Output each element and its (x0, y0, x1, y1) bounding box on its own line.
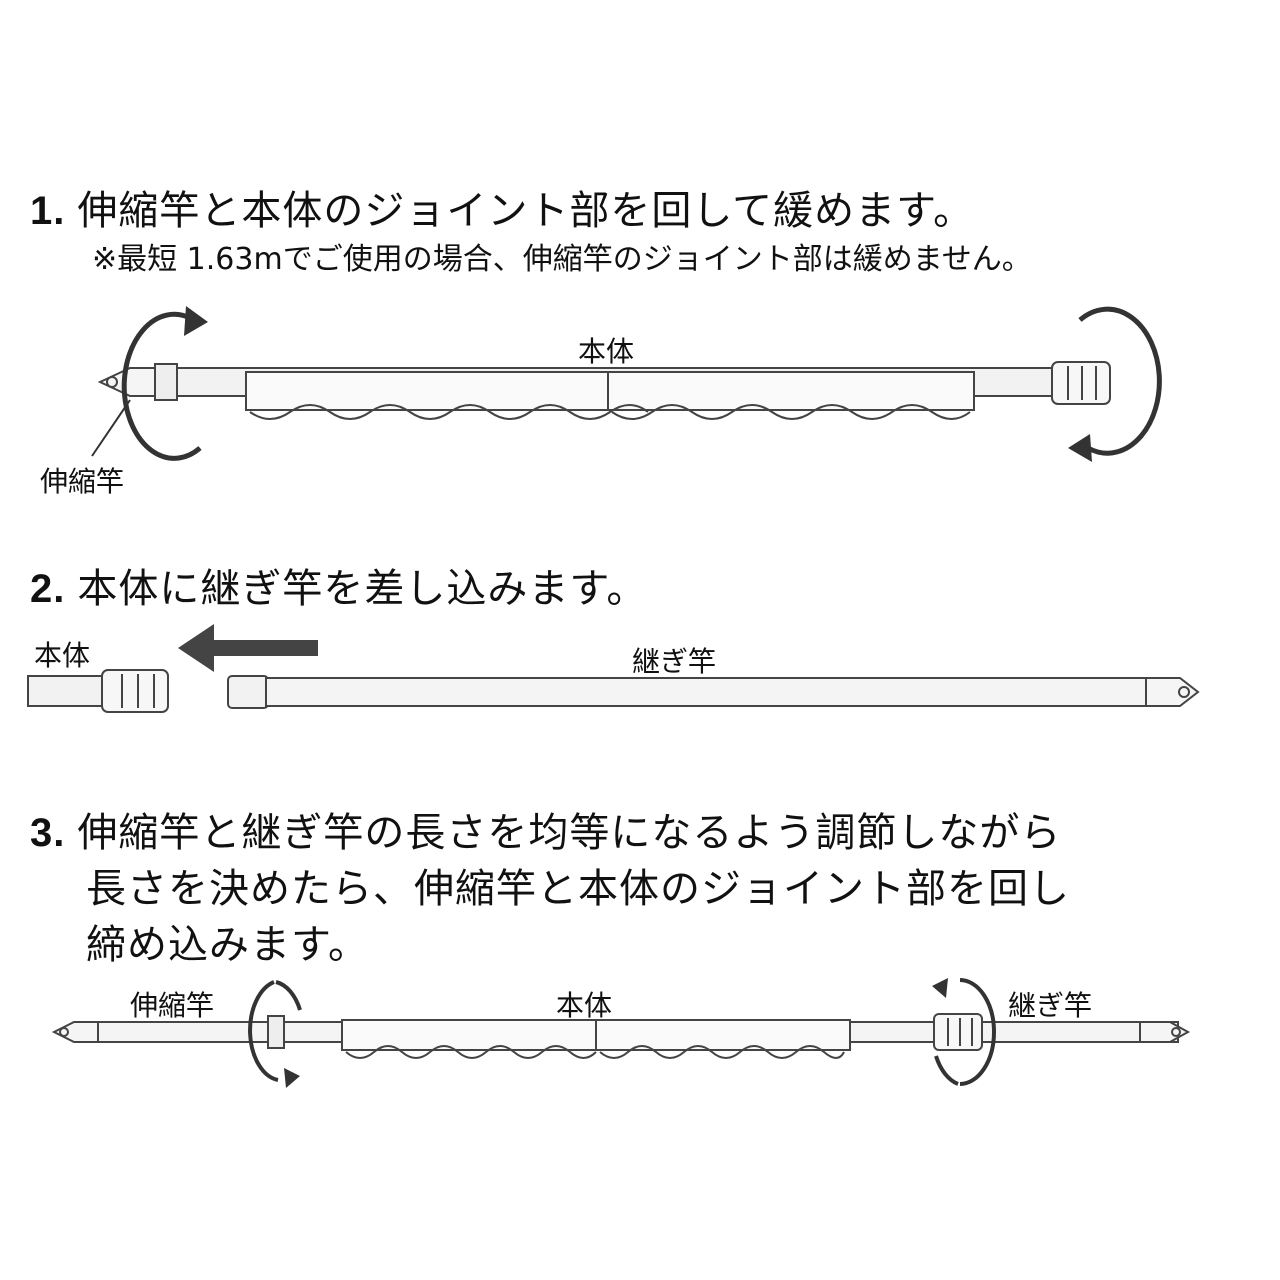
step1-telescopic-leader (91, 399, 131, 457)
step1-rod (97, 361, 1111, 420)
rotate-arrow-left-icon (121, 306, 208, 461)
step1-label-telescopic: 伸縮竿 (40, 465, 125, 498)
step2-body-piece (27, 669, 169, 713)
rotate-arrow-right-icon (1068, 306, 1162, 462)
step3-title-line3: 締め込みます。 (86, 922, 369, 968)
step1-title-text: 伸縮竿と本体のジョイント部を回して緩めます。 (77, 188, 975, 234)
insert-arrow-left-icon (178, 624, 318, 672)
step3-number: 3. (30, 811, 66, 855)
step3-title-line1: 3.伸縮竿と継ぎ竿の長さを均等になるよう調節しながら (30, 800, 1061, 858)
step2-title: 2.本体に継ぎ竿を差し込みます。 (30, 556, 647, 614)
step3-label-extension: 継ぎ竿 (1008, 989, 1093, 1022)
step3-rotate-arrow-right-icon (932, 978, 996, 1086)
step2-number: 2. (30, 567, 66, 611)
step2-label-extension: 継ぎ竿 (632, 645, 717, 678)
step3-label-telescopic: 伸縮竿 (130, 989, 215, 1022)
step2-label-body: 本体 (34, 639, 91, 672)
step2-title-text: 本体に継ぎ竿を差し込みます。 (77, 566, 648, 612)
step1-note: ※最短 1.63mでご使用の場合、伸縮竿のジョイント部は緩めません。 (92, 242, 1032, 277)
step3-label-body: 本体 (556, 989, 613, 1022)
step1-label-body: 本体 (578, 335, 635, 368)
step3-rotate-arrow-left-icon (248, 980, 302, 1088)
step3-title-line2: 長さを決めたら、伸縮竿と本体のジョイント部を回し (86, 866, 1070, 912)
step1-number: 1. (30, 189, 66, 233)
step2-extension-rod (227, 675, 1200, 709)
step1-title: 1.伸縮竿と本体のジョイント部を回して緩めます。 (30, 178, 974, 236)
step3-title-text-1: 伸縮竿と継ぎ竿の長さを均等になるよう調節しながら (77, 810, 1062, 856)
